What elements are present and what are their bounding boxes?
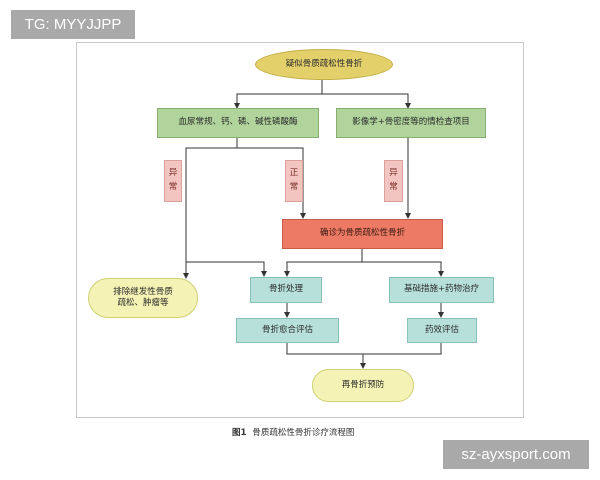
tag-abnormal-right-char1: 异	[389, 168, 398, 179]
figure-caption-label: 图1	[232, 428, 247, 438]
watermark-bottom-right: sz-ayxsport.com	[443, 440, 589, 469]
tag-abnormal-right: 异 常	[384, 160, 403, 202]
node-fracture-treatment: 骨折处理	[250, 277, 322, 303]
node-basic-drug-treatment: 基础措施+药物治疗	[389, 277, 494, 303]
connector-blood-normal	[237, 147, 306, 219]
node-suspect-fracture: 疑似骨质疏松性骨折	[255, 49, 393, 80]
connector-confirm-basic	[362, 261, 444, 277]
connector-suspect-imaging	[322, 93, 411, 109]
node-imaging-tests: 影像学+骨密度等的情检查项目	[336, 108, 486, 138]
node-blood-tests: 血尿常规、钙、磷、碱性磷酸酶	[157, 108, 319, 138]
node-healing-evaluation: 骨折愈合评估	[236, 318, 339, 343]
node-refracture-prevention: 再骨折预防	[312, 369, 414, 402]
tag-normal: 正 常	[285, 160, 303, 202]
tag-abnormal-left-char1: 异	[168, 168, 178, 179]
watermark-top-left: TG: MYYJJPP	[11, 10, 135, 39]
node-exclude-secondary-line1: 排除继发性骨质	[113, 286, 173, 297]
figure-caption: 图1 骨质疏松性骨折诊疗流程图	[232, 426, 354, 438]
node-confirmed-diagnosis: 确诊为骨质疏松性骨折	[282, 219, 443, 249]
connector-blood-split	[183, 138, 238, 279]
connector-exclude-fracture	[186, 261, 267, 277]
tag-normal-char1: 正	[289, 168, 299, 179]
node-exclude-secondary-line2: 疏松、肿瘤等	[117, 298, 169, 308]
connector-drug-merge	[363, 343, 442, 355]
connector-healing-merge	[286, 343, 363, 355]
figure-caption-text: 骨质疏松性骨折诊疗流程图	[252, 428, 355, 438]
node-exclude-secondary: 排除继发性骨质 疏松、肿瘤等	[88, 278, 198, 318]
tag-normal-char2: 常	[289, 182, 299, 192]
tag-abnormal-left: 异 常	[164, 160, 182, 202]
tag-abnormal-right-char2: 常	[389, 182, 398, 192]
node-drug-efficacy-evaluation: 药效评估	[407, 318, 477, 343]
connector-suspect-split	[234, 80, 323, 109]
tag-abnormal-left-char2: 常	[168, 182, 178, 192]
connector-confirm-split	[284, 249, 363, 277]
